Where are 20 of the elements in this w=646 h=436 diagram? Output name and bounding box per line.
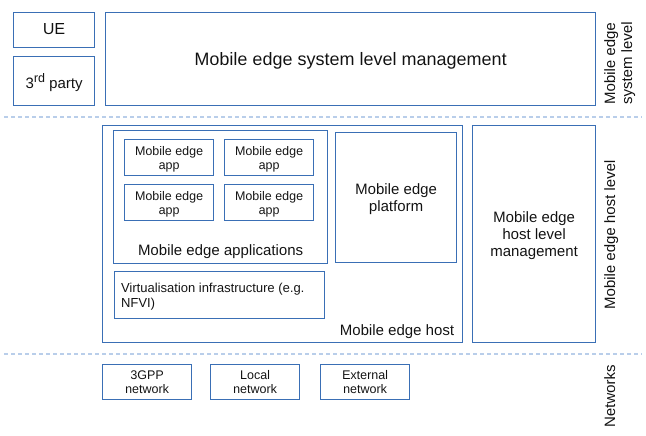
infrastructure-box: Virtualisation infrastructure (e.g. NFVI) [114, 271, 325, 319]
actor-box: 3$^{rd}$ party [13, 56, 95, 106]
group-title: Mobile edge applications [138, 242, 304, 259]
app-box: Mobile edge app [224, 184, 314, 221]
level-label: Networks [602, 364, 620, 430]
applications-group [113, 130, 328, 264]
platform-box: Mobile edge platform [335, 132, 457, 263]
network-box: 3GPP network [102, 364, 192, 400]
level-label: Mobile edge system level [602, 20, 637, 106]
management-box: Mobile edge system level management [105, 12, 596, 106]
network-box: External network [320, 364, 410, 400]
group-title: Mobile edge host [340, 322, 454, 339]
host-container [102, 125, 463, 343]
actor-box: UE [13, 12, 95, 48]
app-box: Mobile edge app [124, 139, 214, 176]
management-box: Mobile edge host level management [472, 125, 596, 343]
app-box: Mobile edge app [124, 184, 214, 221]
network-box: Local network [210, 364, 300, 400]
level-label: Mobile edge host level [602, 158, 620, 311]
app-box: Mobile edge app [224, 139, 314, 176]
